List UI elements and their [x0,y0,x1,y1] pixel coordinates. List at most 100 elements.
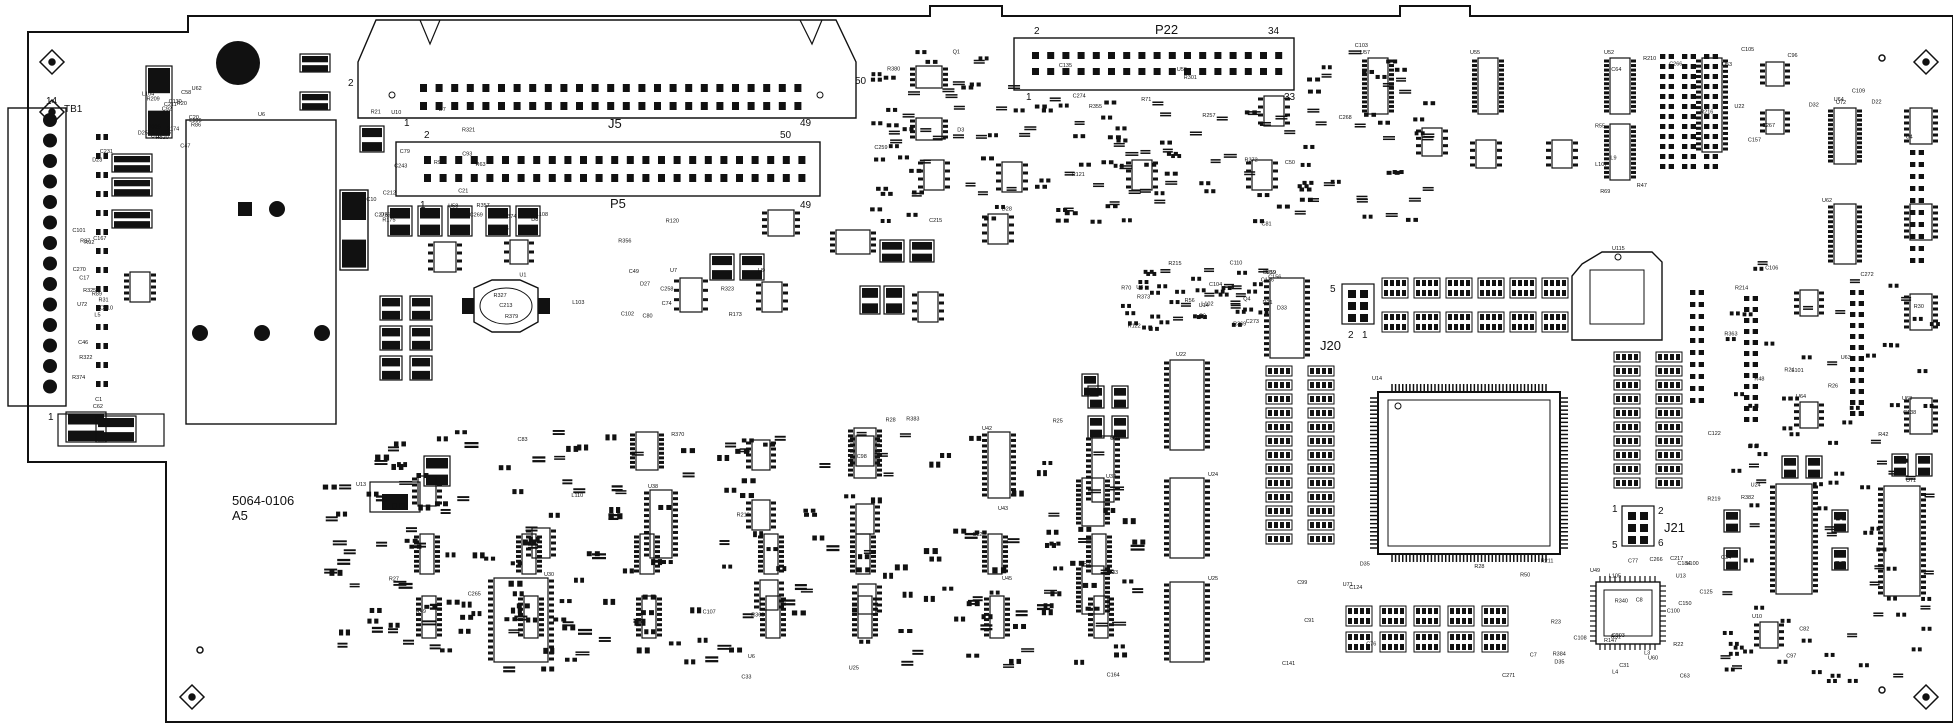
ref-label: D22 [1872,99,1882,105]
svg-text:1: 1 [1026,92,1032,103]
chip-ref-label: U43 [998,506,1008,512]
resistor-pack [1445,311,1473,333]
ref-label: C122 [1708,431,1721,437]
passive-footprint [803,508,816,513]
tantalum-cap-footprint [111,177,153,197]
passive-footprint [1682,144,1696,149]
svg-text:2: 2 [1034,26,1040,37]
ref-label: U1 [519,273,526,279]
passive-footprint [559,599,572,604]
passive-footprint [1858,663,1869,668]
ic-small [912,291,944,323]
passive-footprint [436,436,448,442]
passive-footprint [880,191,893,196]
passive-footprint [1169,300,1180,305]
ref-label: C203 [1612,633,1625,639]
passive-footprint [996,106,1008,111]
tantalum-cap-footprint [485,205,511,237]
chip-ref-label: U71 [1906,478,1916,484]
tantalum-cap-footprint [515,205,541,237]
passive-footprint [337,558,351,565]
resistor-pack [1477,277,1505,299]
passive-footprint [1789,432,1800,437]
passive-footprint [1690,374,1704,379]
passive-footprint [1876,547,1887,552]
passive-footprint [940,452,952,458]
passive-footprint [1660,134,1674,139]
passive-footprint [1923,403,1934,408]
passive-footprint [1210,159,1221,164]
ref-label: C9 [1199,314,1206,320]
p5-pin [751,174,759,182]
ref-label: R327 [494,293,507,299]
chip-ref-label: U63 [1902,396,1912,402]
tantalum-cap-footprint [883,285,905,315]
passive-footprint [705,656,719,663]
passive-footprint [516,603,530,609]
passive-footprint [1660,84,1674,89]
passive-footprint [1850,301,1864,306]
ref-label: C150 [1678,601,1691,607]
passive-footprint [1911,647,1922,652]
passive-footprint [741,438,754,443]
ref-label: U59 [1177,67,1187,73]
passive-footprint [1724,667,1735,672]
ref-label: U14 [1199,303,1209,309]
ref-label: R121 [1072,172,1085,178]
passive-footprint [915,50,927,55]
passive-footprint [952,134,964,139]
ref-label: L9 [1610,155,1616,161]
resistor-pack [1265,365,1293,377]
p22-pin [1032,68,1039,75]
passive-footprint [1180,302,1191,307]
passive-footprint [923,548,938,555]
resistor-pack [1613,365,1641,377]
passive-footprint [1756,479,1767,484]
tantalum-cap-footprint [1723,509,1741,533]
passive-footprint [774,435,786,441]
passive-footprint [651,559,663,566]
passive-footprint [1321,73,1332,78]
passive-footprint [1682,94,1696,99]
passive-footprint [804,512,818,517]
passive-footprint [1121,218,1132,223]
passive-footprint [725,442,737,448]
passive-footprint [1912,316,1923,321]
passive-footprint [1704,104,1718,109]
svg-text:1: 1 [1612,504,1618,515]
p22-pin [1199,52,1207,59]
passive-footprint [1307,108,1320,113]
passive-footprint [859,639,871,644]
passive-footprint [1886,596,1897,601]
passive-footprint [1850,290,1864,295]
passive-footprint [1690,398,1704,403]
passive-footprint [1128,190,1141,195]
passive-footprint [424,604,438,609]
ref-label: D35 [1360,561,1370,567]
ic-small [830,229,876,255]
passive-footprint [1744,417,1758,422]
ic-small [1794,289,1824,317]
passive-footprint [911,192,922,197]
ref-label: C212 [383,190,396,196]
passive-footprint [1160,112,1172,117]
passive-footprint [1413,117,1425,122]
p22-pin [1153,68,1161,75]
passive-footprint [388,622,400,628]
p22-pin [1168,52,1176,59]
passive-footprint [543,647,555,654]
passive-footprint [1847,678,1858,683]
chip-ref-label: U9 [758,268,765,274]
ref-label: C138 [1903,410,1916,416]
resistor-pack [1307,533,1335,545]
passive-footprint [1115,126,1127,131]
passive-footprint [1704,54,1718,59]
ref-label: R47 [1637,183,1647,189]
passive-footprint [1682,134,1696,139]
passive-footprint [1660,144,1674,149]
ref-label: R30 [1914,304,1924,310]
ic-small [674,277,708,313]
ic-soic [852,595,878,639]
passive-footprint [1297,184,1309,189]
ref-label: R374 [503,214,516,220]
